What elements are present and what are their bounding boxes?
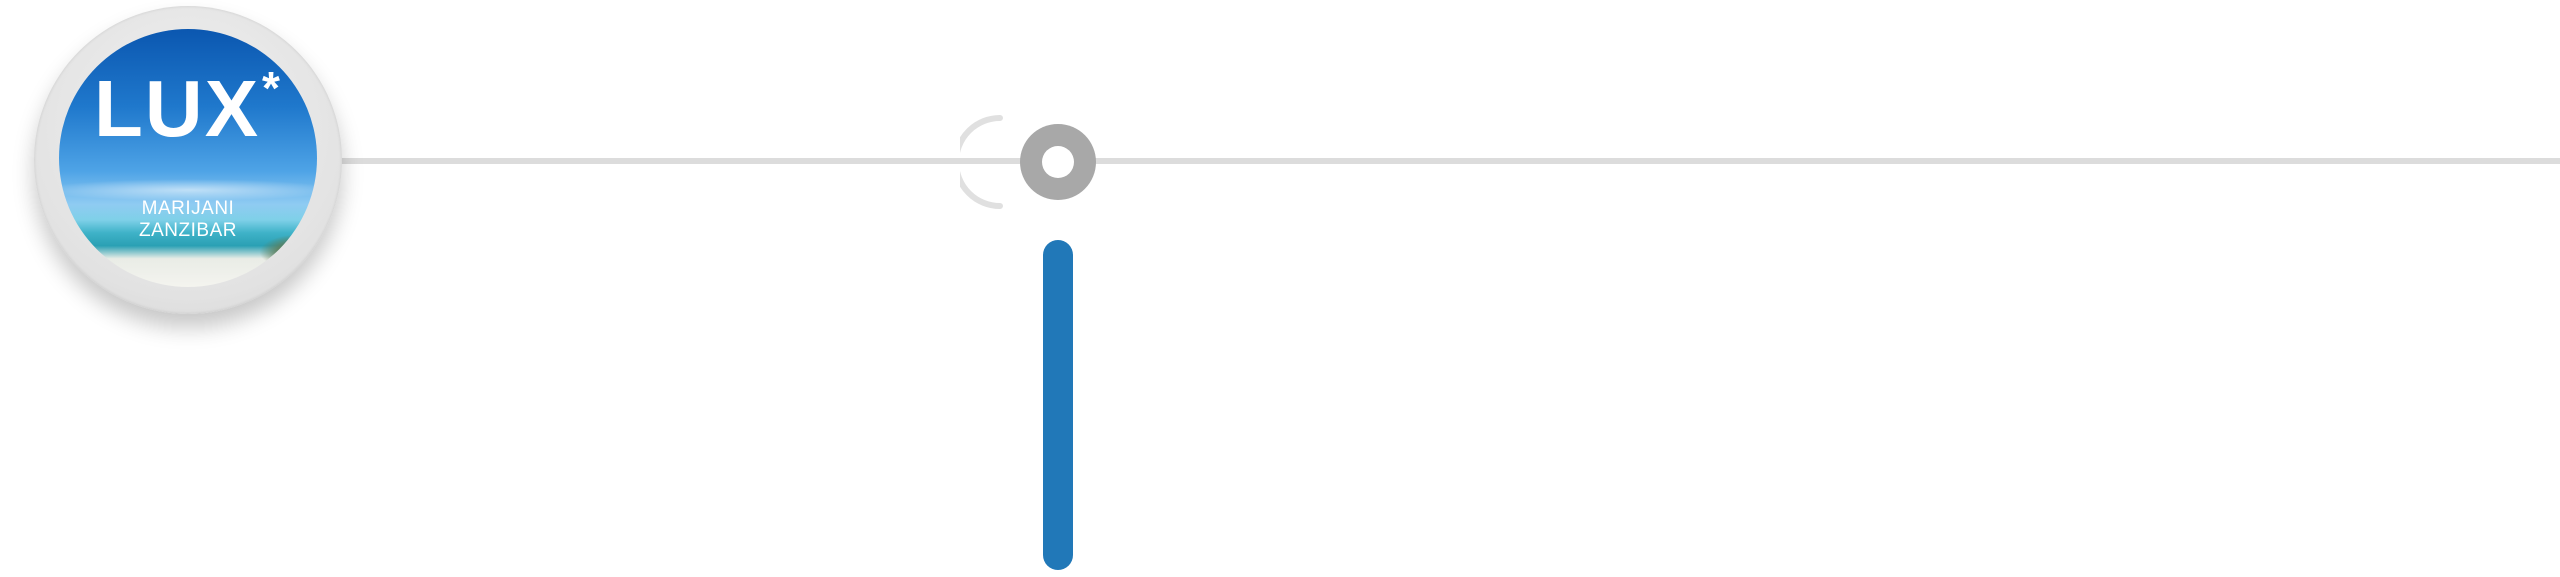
logo-subtitle-line2: ZANZIBAR xyxy=(139,220,237,241)
logo-star-mark: * xyxy=(262,62,282,114)
loading-spinner-icon xyxy=(960,115,1003,209)
timeline-node-icon[interactable] xyxy=(1020,124,1096,200)
vertical-progress-bar xyxy=(1043,240,1073,570)
logo-brand-text: LUX* xyxy=(59,65,317,149)
logo-shoreline xyxy=(259,234,317,264)
hotel-logo-badge[interactable]: LUX* MARIJANI ZANZIBAR xyxy=(34,6,342,314)
timeline-node-center xyxy=(1042,146,1074,178)
logo-brand: LUX xyxy=(94,64,261,153)
timeline-line xyxy=(300,158,2560,164)
logo-subtitle-line1: MARIJANI xyxy=(141,198,235,219)
logo-cloud xyxy=(59,179,317,201)
logo-beach-image: LUX* MARIJANI ZANZIBAR xyxy=(59,29,317,287)
